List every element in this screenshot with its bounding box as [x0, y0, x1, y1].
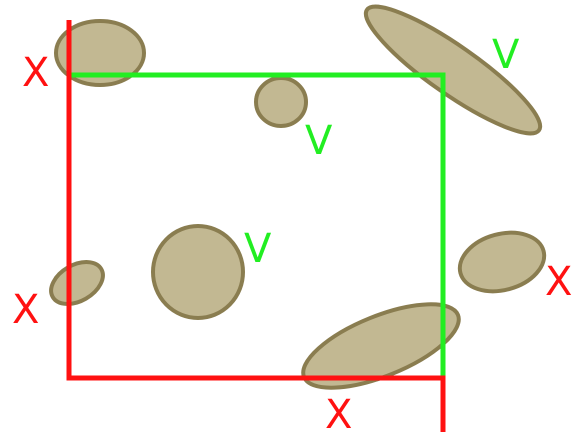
- particle-right-oval: [457, 230, 547, 294]
- label-counted-top-right: V: [492, 32, 520, 78]
- particle-small-top-circle: [254, 76, 308, 128]
- counting-frame: [66, 20, 446, 432]
- label-excluded-bottom: X: [325, 392, 352, 435]
- particle-left-edge-oval: [49, 260, 105, 306]
- label-excluded-top-left: X: [22, 50, 49, 96]
- label-counted-small-circle: V: [305, 118, 333, 164]
- label-excluded-right: X: [545, 259, 572, 305]
- particle-top-left-oval: [54, 19, 146, 87]
- exclusion-line-left-bottom: [66, 20, 446, 432]
- particles-group: [49, 4, 547, 390]
- particle-center-oval: [151, 224, 245, 320]
- inclusion-line-top-right: [69, 72, 446, 378]
- particle-top-right-elongated: [363, 4, 543, 136]
- labels-group: X V V V X X X: [12, 32, 572, 435]
- label-excluded-left-edge: X: [12, 287, 39, 333]
- label-counted-center: V: [244, 226, 272, 272]
